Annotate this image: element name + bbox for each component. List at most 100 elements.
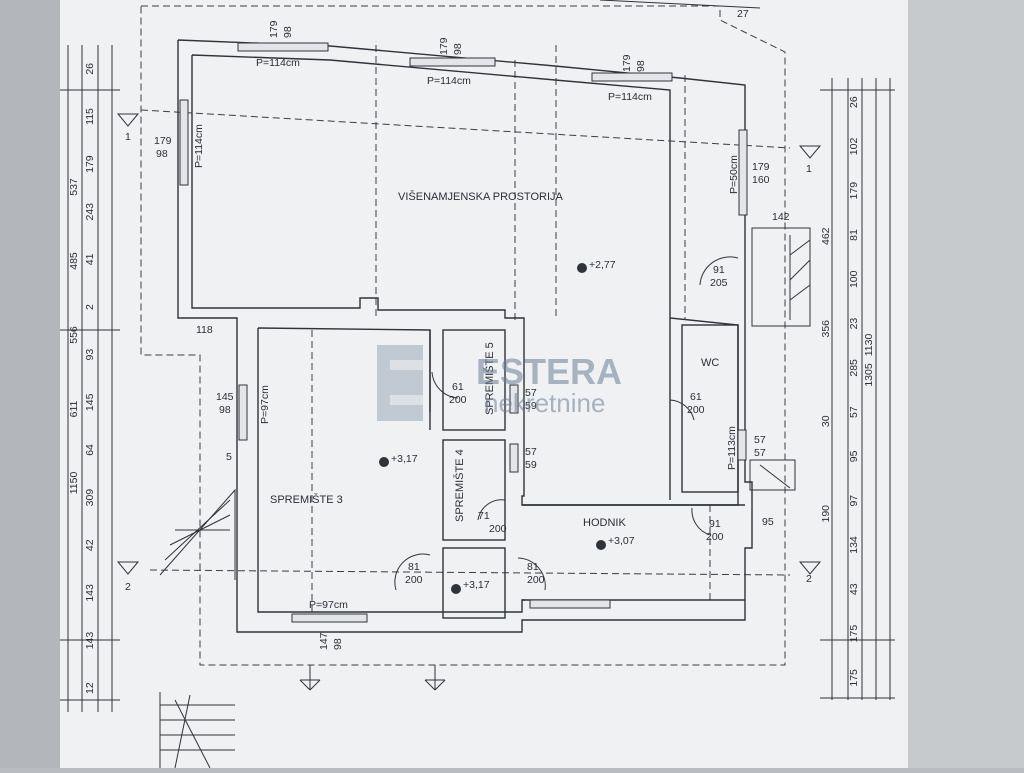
section-2-right: 2: [806, 573, 812, 585]
ruler-right-mid-label-3: 190: [820, 505, 832, 523]
ruler-right-outer-label-13: 175: [848, 669, 860, 687]
d2-top: 61: [452, 381, 464, 393]
ruler-right-total-label-1: 1305: [863, 363, 875, 387]
standalone-dims: 27 142 118 95 5: [196, 8, 790, 528]
d1-bottom: 205: [710, 277, 728, 289]
w5-p: P=50cm: [728, 155, 740, 194]
dim-top-27: 27: [737, 8, 749, 20]
level-l2: +3,17: [391, 453, 418, 465]
logo-mark: [377, 345, 423, 421]
w4-p: P=114cm: [193, 124, 205, 168]
ruler-left-outer-label-2: 179: [84, 155, 96, 173]
section-1-left: 1: [125, 131, 131, 143]
ruler-right-outer-label-1: 102: [848, 138, 860, 156]
ruler-left-mid-label-2: 556: [68, 326, 80, 344]
ruler-left-outer-label-7: 145: [84, 393, 96, 411]
d4-bottom: 200: [489, 523, 507, 535]
paper-shadow: [908, 0, 1024, 768]
logo-mark-bar1: [390, 360, 423, 370]
ruler-left-outer-label-3: 243: [84, 203, 96, 221]
w8-top: 57: [754, 434, 766, 446]
w7-top: 147: [318, 632, 330, 650]
w3-top: 179: [621, 54, 633, 72]
w6-bottom: 98: [219, 404, 231, 416]
stairs: [159, 227, 811, 769]
ruler-right-outer-label-4: 100: [848, 270, 860, 288]
ruler-left-mid-label-0: 537: [68, 178, 80, 196]
ruler-right-outer-label-7: 57: [848, 406, 860, 418]
ruler-right-outer-label-10: 134: [848, 536, 860, 554]
w4-top: 179: [154, 135, 172, 147]
room-label-hodnik: HODNIK: [583, 517, 626, 529]
w5-bottom: 160: [752, 174, 770, 186]
ruler-left-outer-label-13: 12: [84, 682, 96, 694]
w9-top: 57: [525, 387, 537, 399]
window-labels: 179 98 P=114cm 179 98 P=114cm 179 98 P=1…: [154, 20, 770, 650]
w4-bottom: 98: [156, 148, 168, 160]
ruler-right-outer-label-12: 175: [848, 625, 860, 643]
ruler-left-outer-label-12: 143: [84, 632, 96, 650]
w3-bottom: 98: [635, 60, 647, 72]
d5-top: 81: [408, 561, 420, 573]
level-l3: +3,07: [608, 535, 635, 547]
w9-bottom: 59: [525, 400, 537, 412]
door-labels: 91 205 61 200 61 200 71 200 81 200 81 20…: [405, 264, 728, 586]
w2-p: P=114cm: [427, 75, 471, 87]
section-1-right: 1: [806, 163, 812, 175]
ruler-right-mid-label-2: 30: [820, 415, 832, 427]
level-l1: +2,77: [589, 259, 616, 271]
level-l4: +3,17: [463, 579, 490, 591]
w1-bottom: 98: [282, 26, 294, 38]
ruler-right-outer-label-8: 95: [848, 450, 860, 462]
ruler-right-outer-label-11: 43: [848, 583, 860, 595]
dim-5: 5: [226, 451, 232, 463]
w7-bottom: 98: [332, 638, 344, 650]
w2-bottom: 98: [452, 43, 464, 55]
window-markers: [179, 42, 748, 623]
dim-118: 118: [196, 324, 213, 336]
d7-bottom: 200: [706, 531, 724, 543]
section-markers: [116, 113, 822, 575]
w2-top: 179: [438, 37, 450, 55]
dimension-lines: [60, 0, 895, 712]
room-label-spremiste5: SPREMIŠTE 5: [483, 342, 496, 415]
ruler-right-outer-label-0: 26: [848, 96, 860, 108]
w1-p: P=114cm: [256, 57, 300, 69]
door-swings: [394, 256, 739, 591]
w7-p: P=97cm: [309, 599, 348, 611]
w10-top: 57: [525, 446, 537, 458]
room-label-spremiste4: SPREMIŠTE 4: [453, 449, 466, 522]
ruler-left-outer-label-6: 93: [84, 349, 96, 361]
d6-bottom: 200: [527, 574, 545, 586]
d5-bottom: 200: [405, 574, 423, 586]
ruler-right-outer-label-3: 81: [848, 229, 860, 241]
ruler-right-outer-label-2: 179: [848, 182, 860, 200]
w5-top: 179: [752, 161, 770, 173]
w3-p: P=114cm: [608, 91, 652, 103]
dim-95: 95: [762, 516, 774, 528]
room-label-spremiste3: SPREMIŠTE 3: [270, 493, 343, 506]
w8-p: P=113cm: [726, 426, 738, 470]
d2-bottom: 200: [449, 394, 467, 406]
d7-top: 91: [709, 518, 721, 530]
ruler-left-mid-label-4: 1150: [68, 472, 80, 495]
w6-top: 145: [216, 391, 234, 403]
ruler-left-outer-label-1: 115: [84, 108, 96, 125]
w8-bottom: 57: [754, 447, 766, 459]
ruler-left-outer-label-9: 309: [84, 489, 96, 507]
logo-mark-bar2: [390, 395, 423, 405]
d3-bottom: 200: [687, 404, 705, 416]
ruler-left-outer-label-8: 64: [84, 444, 96, 456]
ruler-left-mid-label-3: 611: [68, 400, 80, 417]
watermark-sub: nekretnine: [484, 388, 605, 418]
estera-watermark: ESTERA nekretnine: [377, 345, 622, 421]
ruler-left-outer-label-11: 143: [84, 584, 96, 602]
room-label-wc: WC: [701, 357, 719, 369]
ruler-right-total-label-0: 1130: [863, 334, 875, 357]
ruler-right-mid-label-0: 462: [820, 227, 832, 245]
ruler-right-total: 1130 1305: [863, 334, 875, 387]
